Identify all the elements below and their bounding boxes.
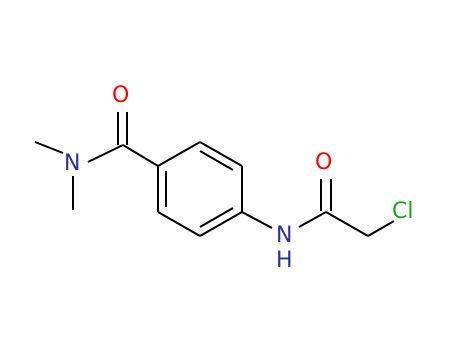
bond-carbonyl-c-to-ch2 bbox=[325, 211, 369, 237]
ring-bond-2 bbox=[199, 141, 243, 167]
bond-amide-c-to-ring bbox=[122, 144, 159, 167]
bond-n-to-methyl-top bbox=[34, 141, 64, 154]
oxygen-atom-right: O bbox=[315, 150, 332, 175]
ring-bond-5 bbox=[157, 211, 201, 237]
ring-bond-4 bbox=[199, 211, 243, 237]
bond-amide-c-to-n bbox=[87, 144, 124, 163]
bond-ch2-to-cl bbox=[367, 220, 395, 237]
nitrogen-atom-amide: N bbox=[276, 223, 292, 248]
ring-bond-1 bbox=[157, 141, 201, 167]
bond-nh-to-carbonyl-c bbox=[298, 211, 327, 228]
bond-ring-to-nh bbox=[241, 211, 273, 229]
ring-inner-double-bottom bbox=[199, 207, 234, 228]
nitrogen-atom-dimethyl: N bbox=[64, 151, 80, 176]
chlorine-atom: Cl bbox=[392, 199, 413, 224]
hydrogen-atom-amide: H bbox=[276, 248, 293, 273]
oxygen-atom-left: O bbox=[112, 83, 129, 108]
ring-inner-double-top bbox=[199, 150, 234, 171]
